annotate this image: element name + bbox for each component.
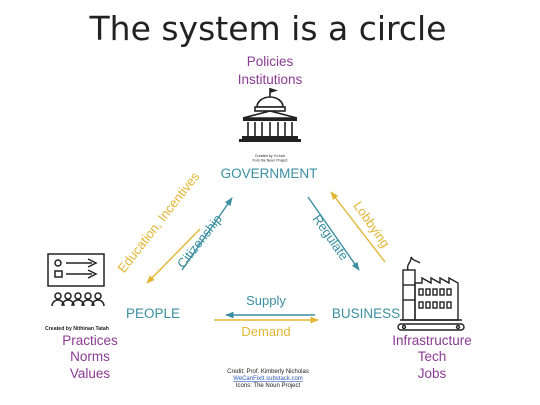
citizenship-label: Citizenship xyxy=(174,212,225,271)
business-output-infrastructure: Infrastructure xyxy=(392,333,472,348)
business-output-jobs: Jobs xyxy=(418,366,447,381)
factory-icon xyxy=(397,256,465,331)
government-icon-credit-line2: from the Noun Project xyxy=(253,159,288,163)
demand-label: Demand xyxy=(241,324,290,339)
government-icon-credit-line1: Created by Yu luck xyxy=(255,154,285,158)
government-output-institutions: Institutions xyxy=(238,72,303,87)
supply-label: Supply xyxy=(246,293,286,308)
people-label: PEOPLE xyxy=(126,306,180,321)
regulate-arrow xyxy=(307,196,360,271)
people-output-practices: Practices xyxy=(62,333,118,348)
credit-link[interactable]: WeCanFixIt.substack.com xyxy=(233,376,303,382)
credit-icons: Icons: The Noun Project xyxy=(236,383,301,389)
education-incentives-arrow xyxy=(146,228,201,284)
credit-author: Credit: Prof. Kimberly Nicholas xyxy=(227,369,309,375)
presentation-audience-icon xyxy=(47,253,105,307)
lobbying-arrow xyxy=(330,191,386,263)
business-label: BUSINESS xyxy=(332,306,400,321)
citizenship-arrow xyxy=(181,197,233,271)
people-output-values: Values xyxy=(70,366,111,381)
regulate-label: Regulate xyxy=(310,212,352,263)
business-output-tech: Tech xyxy=(418,349,447,364)
diagram-title: The system is a circle xyxy=(89,9,447,48)
government-label: GOVERNMENT xyxy=(221,166,318,181)
people-icon-credit: Created by Nithinan Tatah xyxy=(45,326,109,332)
capitol-building-icon xyxy=(239,88,301,142)
people-output-norms: Norms xyxy=(70,349,110,364)
government-output-policies: Policies xyxy=(247,54,294,69)
